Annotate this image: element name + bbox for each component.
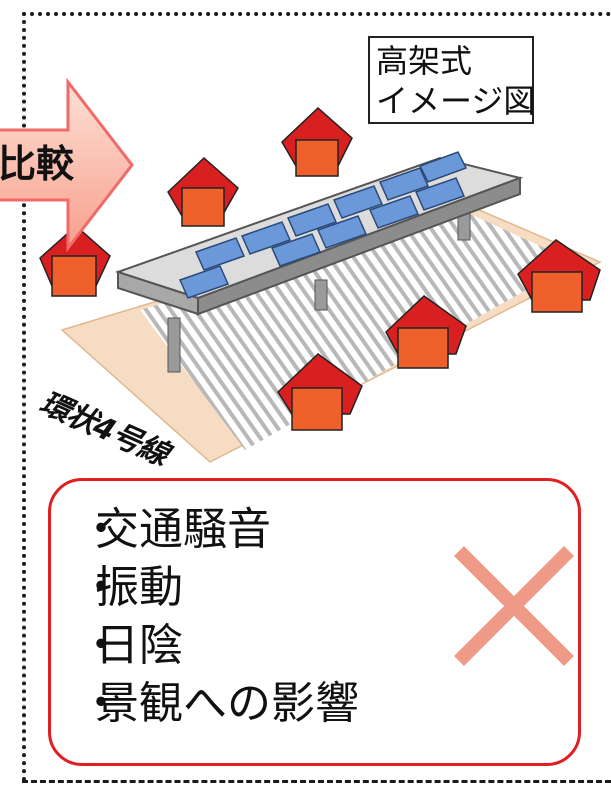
house [281,106,353,177]
issue-bullet: ・ [79,562,123,613]
issue-text: 景観への影響 [95,678,359,729]
house [277,353,363,431]
diagram-frame-top [22,12,611,16]
viaduct-shadow [140,214,575,450]
issue-item: ・日陰 [79,617,359,675]
bus [418,151,468,183]
issue-bullet: ・ [79,620,123,671]
issue-bullet: ・ [79,678,123,729]
caption-line-2: イメージ図 [376,82,536,120]
issue-bullet: ・ [79,504,123,555]
caption-line-1: 高架式 [376,42,473,80]
bus [286,203,338,237]
house [517,239,601,313]
bus [240,221,292,255]
bus [270,233,322,267]
caption-box: 高架式 イメージ図 [368,36,536,124]
bus [414,177,466,211]
viaduct-deck-front [197,176,521,316]
issue-text: 日陰 [95,620,183,671]
bus [194,237,246,271]
diagram-frame-bottom [22,780,611,783]
bus-group [178,151,468,299]
issue-text: 交通騒音 [95,504,271,555]
cross-icon [454,546,574,666]
house-group [39,106,601,431]
bus [316,215,368,249]
diagram-frame-left [22,12,26,782]
house [39,224,111,297]
bus [332,185,384,219]
viaduct-pier [167,317,181,373]
issue-item: ・交通騒音 [79,501,359,559]
viaduct-pier [314,279,328,311]
issue-box: ・交通騒音 ・振動 ・日陰 ・景観への影響 [48,478,581,766]
bus [378,167,430,201]
house [167,156,239,227]
compare-arrow [0,77,134,253]
bus [368,195,420,229]
issue-item: ・景観への影響 [79,675,359,733]
issue-item: ・振動 [79,559,359,617]
bus [178,265,230,299]
issue-text: 振動 [95,562,183,613]
house [385,295,467,369]
issue-list: ・交通騒音 ・振動 ・日陰 ・景観への影響 [79,501,359,733]
compare-label: 比較 [0,142,74,186]
